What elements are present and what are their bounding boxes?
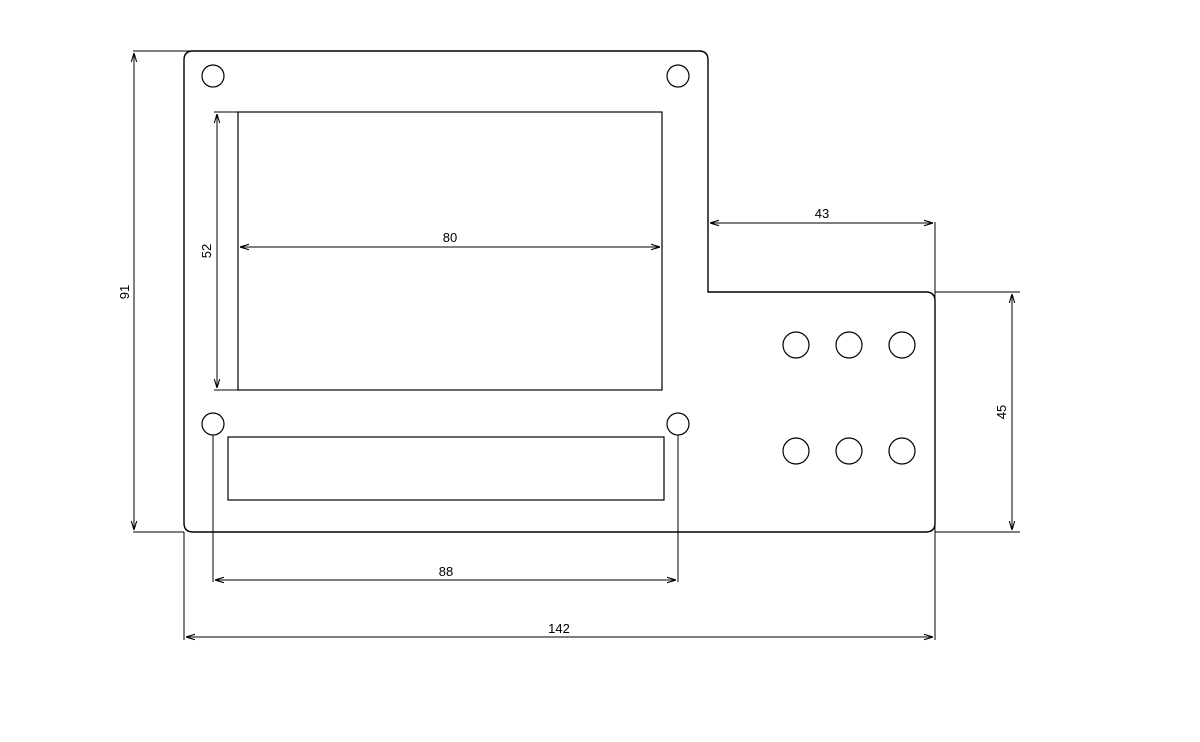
button-hole	[835, 331, 863, 359]
button-hole	[835, 437, 863, 465]
dim-label-overall-width: 142	[548, 621, 570, 636]
dim-label-window-width: 80	[443, 230, 457, 245]
mounting-hole-bottom-right	[666, 412, 690, 436]
dim-label-hole-spacing: 88	[439, 564, 453, 579]
button-hole	[782, 331, 810, 359]
lower-slot-cutout	[227, 436, 665, 501]
button-hole	[888, 437, 916, 465]
extension-lines	[133, 50, 1020, 640]
dim-label-overall-height: 91	[117, 285, 132, 299]
dim-label-window-height: 52	[199, 244, 214, 258]
dim-label-right-height: 45	[994, 405, 1009, 419]
display-window-cutout	[237, 111, 663, 391]
button-hole	[888, 331, 916, 359]
plate-outline	[183, 50, 936, 533]
dim-label-notch-width: 43	[815, 206, 829, 221]
mounting-hole-top-left	[201, 64, 225, 88]
button-hole	[782, 437, 810, 465]
mounting-hole-top-right	[666, 64, 690, 88]
mounting-hole-bottom-left	[201, 412, 225, 436]
